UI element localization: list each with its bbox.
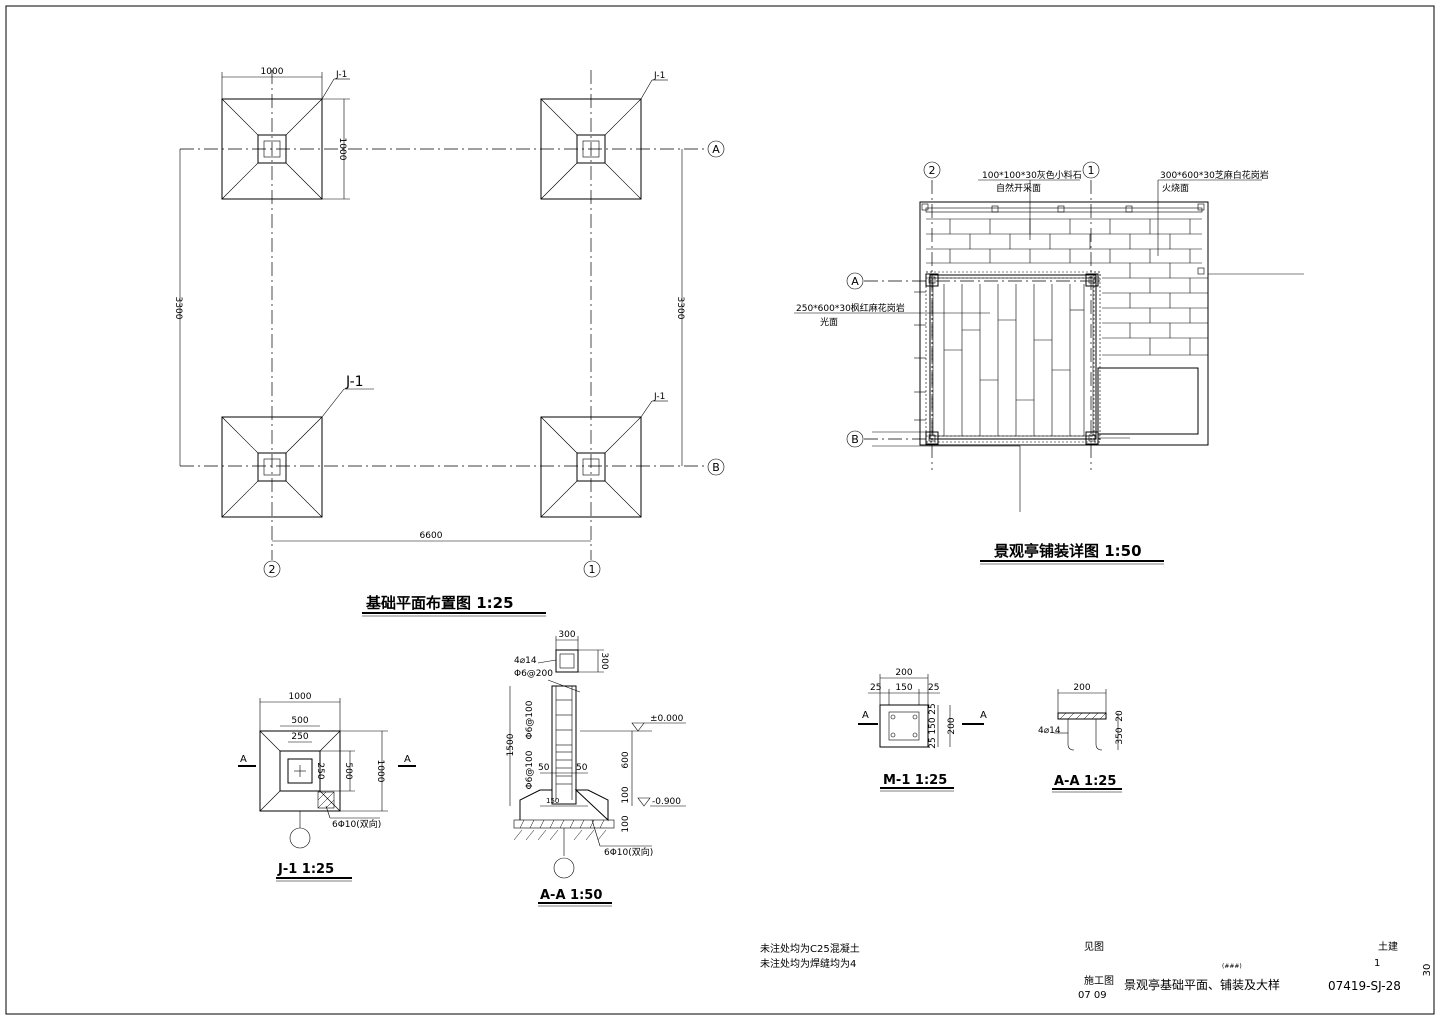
tb-discipline: 土建 <box>1378 940 1398 953</box>
footing-bottom-right <box>540 416 642 518</box>
footing-bottom-left <box>221 416 323 518</box>
j1-dim-500: 500 <box>291 716 308 726</box>
tb-label-see: 见图 <box>1084 941 1104 953</box>
label-j1-bottom-left: J-1 <box>345 374 364 390</box>
note-line-1: 未注处均为C25混凝土 <box>760 942 860 955</box>
m1-detail: A A 200 25 150 25 25 150 25 200 M-1 1:25 <box>858 668 987 792</box>
aa-dim-300-top: 300 <box>558 630 575 640</box>
title-m1-section: A-A 1:25 <box>1054 774 1116 789</box>
dim-span-y-left: 3300 <box>173 297 183 320</box>
j1-cut-left: A <box>240 754 247 765</box>
aa-section: 300 300 4⌀14 Φ6@200 Φ6@100 Φ6@100 1500 5… <box>506 630 686 907</box>
aa-rebar-stirrup: Φ6@200 <box>514 669 553 679</box>
j1-dim-250-side: 250 <box>315 762 325 779</box>
tb-side-no: 30 <box>1422 964 1433 977</box>
m1s-rebar: 4⌀14 <box>1038 726 1061 736</box>
axis-bubble-b: B <box>712 461 720 474</box>
j1-detail: A A 1000 500 250 250 500 1000 6Φ10(双向) J… <box>238 692 416 882</box>
note-red-line2: 光面 <box>820 316 838 328</box>
title-m1-detail: M-1 1:25 <box>883 773 947 788</box>
j1-cut-right: A <box>404 754 411 765</box>
m1-dim-150: 150 <box>895 683 912 693</box>
tb-sheet-no: 1 <box>1374 958 1380 969</box>
j1-dim-1000-top: 1000 <box>289 692 312 702</box>
aa-stirrup-upper: Φ6@100 <box>525 700 535 739</box>
m1s-dim-side-b: 350 <box>1115 727 1125 744</box>
note-red-line1: 250*600*30枫红麻花岗岩 <box>796 302 905 314</box>
tb-drawing-no: 07419-SJ-28 <box>1328 979 1401 993</box>
notes: 未注处均为C25混凝土 未注处均为焊缝均为4 <box>760 942 860 970</box>
tb-stage: 施工图 <box>1084 974 1114 987</box>
aa-dim-1500: 1500 <box>506 733 516 756</box>
aa-dim-150: 150 <box>546 797 559 805</box>
dim-span-x: 6600 <box>420 531 443 541</box>
label-j1-bottom-right: J-1 <box>653 392 665 402</box>
note-gravel-line2: 自然开采面 <box>996 182 1041 194</box>
paving-detail: 2 1 A B 100*100*30灰色小料石 自然开采面 300*600*30… <box>794 161 1304 565</box>
aa-dim-100-b: 100 <box>621 815 631 832</box>
paving-axis-bubble-a: A <box>851 275 859 288</box>
foundation-plan: 1000 1000 3300 3300 6600 J-1 J-1 J-1 J-1… <box>173 67 725 617</box>
axis-bubble-1: 1 <box>589 563 596 576</box>
aa-rebar-base: 6Φ10(双向) <box>604 846 653 858</box>
aa-rebar-main: 4⌀14 <box>514 656 537 666</box>
aa-dim-300-side: 300 <box>599 652 609 669</box>
title-paving-detail: 景观亭铺装详图 1:50 <box>994 542 1142 560</box>
footing-top-right <box>540 98 642 200</box>
note-stone-line2: 火烧面 <box>1162 182 1189 194</box>
j1-dim-1000-side: 1000 <box>375 760 385 783</box>
paving-axis-bubble-2: 2 <box>929 164 936 177</box>
footing-top-left <box>221 98 323 200</box>
m1-dim-side-150: 150 <box>928 717 938 734</box>
m1-dim-side-25b: 25 <box>928 737 938 748</box>
aa-dim-600: 600 <box>621 751 631 768</box>
label-j1-top-right: J-1 <box>653 71 665 81</box>
dim-span-y-right: 3300 <box>675 297 685 320</box>
m1-cut-left: A <box>862 710 869 721</box>
aa-dim-50-right: 50 <box>576 763 588 773</box>
tb-small-code: (###) <box>1222 963 1242 970</box>
note-line-2: 未注处均为焊缝均为4 <box>760 957 856 970</box>
m1s-dim-side-a: 20 <box>1115 710 1125 722</box>
paving-axis-bubble-1: 1 <box>1088 164 1095 177</box>
aa-dim-100-a: 100 <box>621 786 631 803</box>
j1-rebar-note: 6Φ10(双向) <box>332 818 381 830</box>
m1-section: 200 4⌀14 20 350 A-A 1:25 <box>1038 683 1125 793</box>
aa-dim-50-left: 50 <box>538 763 550 773</box>
m1-dim-200: 200 <box>895 668 912 678</box>
m1-dim-25-left: 25 <box>870 683 881 693</box>
sheet-border <box>5 5 1435 1015</box>
title-j1-detail: J-1 1:25 <box>277 862 334 877</box>
paving-axis-bubble-b: B <box>851 433 859 446</box>
m1-dim-25-right: 25 <box>928 683 939 693</box>
m1-cut-right: A <box>980 710 987 721</box>
m1s-dim-200: 200 <box>1073 683 1090 693</box>
j1-dim-500-side: 500 <box>343 762 353 779</box>
title-aa-section: A-A 1:50 <box>540 888 602 903</box>
title-foundation-plan: 基础平面布置图 1:25 <box>365 594 514 612</box>
aa-elev-bottom: -0.900 <box>652 797 681 807</box>
aa-stirrup-lower: Φ6@100 <box>525 750 535 789</box>
j1-dim-250: 250 <box>291 732 308 742</box>
label-j1-top-left: J-1 <box>335 70 347 80</box>
axis-bubble-a: A <box>712 143 720 156</box>
aa-elev-top: ±0.000 <box>650 714 684 724</box>
note-gravel-line1: 100*100*30灰色小料石 <box>982 169 1082 181</box>
m1-dim-side-200: 200 <box>947 717 957 734</box>
dim-footing-width: 1000 <box>261 67 284 77</box>
title-block: 见图 土建 1 (###) 施工图 07 09 景观亭基础平面、铺装及大样 07… <box>1078 940 1433 1001</box>
axis-bubble-2: 2 <box>269 563 276 576</box>
dim-footing-height: 1000 <box>337 138 347 161</box>
note-stone-line1: 300*600*30芝麻白花岗岩 <box>1160 169 1269 181</box>
tb-drawing-title: 景观亭基础平面、铺装及大样 <box>1124 977 1280 992</box>
m1-dim-side-25a: 25 <box>928 703 938 714</box>
tb-date: 07 09 <box>1078 990 1107 1001</box>
